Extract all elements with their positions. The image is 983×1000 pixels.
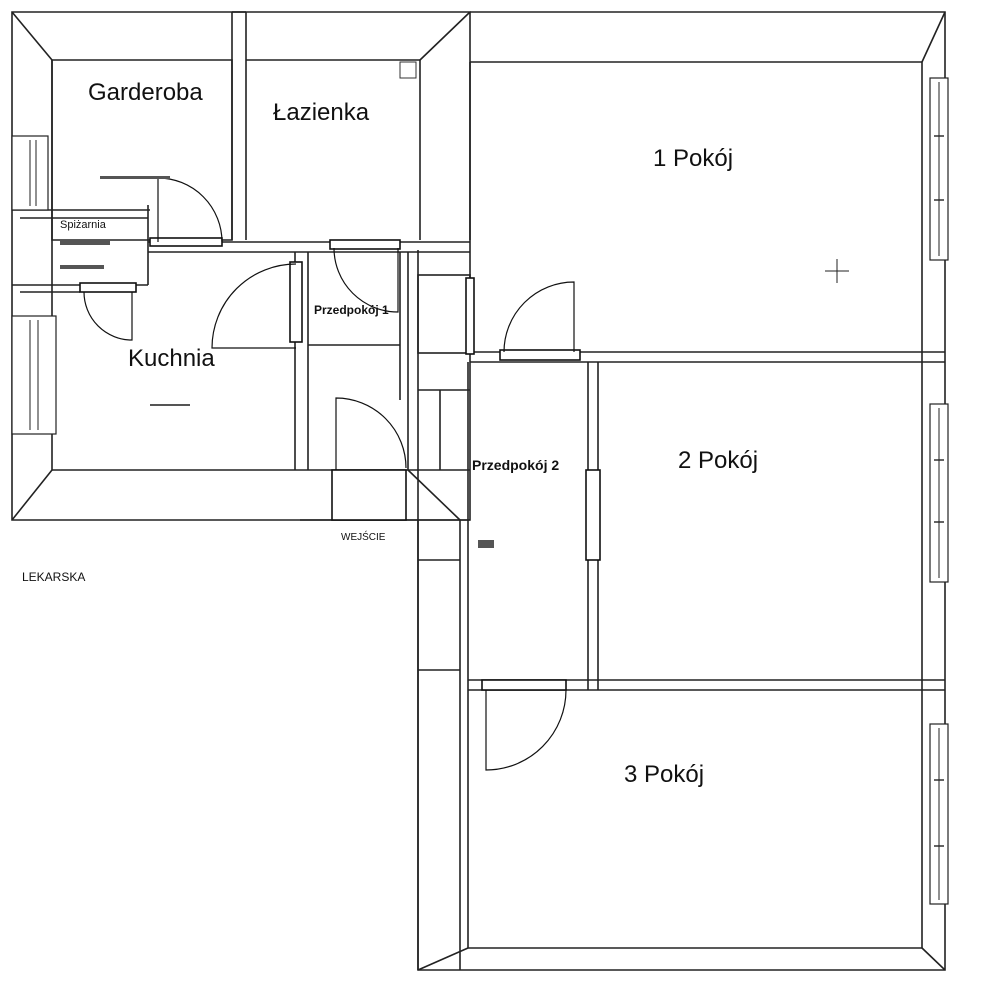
outer-walls xyxy=(11,11,946,971)
street-label: LEKARSKA xyxy=(22,570,85,584)
room-label-przedpokoj-1: Przedpokój 1 xyxy=(314,303,389,317)
room-label-kuchnia: Kuchnia xyxy=(128,345,215,372)
door-frame xyxy=(331,469,407,521)
window xyxy=(929,723,949,905)
window xyxy=(929,77,949,261)
interior-walls xyxy=(12,205,945,691)
room-label-pokoj-3: 3 Pokój xyxy=(624,761,704,788)
door-frame xyxy=(79,282,137,293)
room-label-pokoj-1: 1 Pokój xyxy=(653,145,733,172)
doors xyxy=(79,177,601,771)
door-frame xyxy=(149,237,223,247)
room-label-garderoba: Garderoba xyxy=(88,79,203,106)
entrance-label: WEJŚCIE xyxy=(341,530,386,543)
window xyxy=(11,135,49,211)
door-frame xyxy=(585,469,601,561)
window xyxy=(11,315,57,435)
room-label-pokoj-2: 2 Pokój xyxy=(678,447,758,474)
windows xyxy=(11,77,949,905)
door-frame xyxy=(481,679,567,691)
room-labels: Garderoba Łazienka Spiżarnia Kuchnia Prz… xyxy=(22,79,758,788)
plan-marks xyxy=(60,176,849,548)
door-frame xyxy=(329,239,401,250)
room-label-lazienka: Łazienka xyxy=(273,99,370,126)
door-frame xyxy=(465,277,475,355)
room-label-spizarnia: Spiżarnia xyxy=(60,219,107,231)
door-frame xyxy=(289,261,303,343)
door-frame xyxy=(499,349,581,361)
window xyxy=(929,403,949,583)
room-label-przedpokoj-2: Przedpokój 2 xyxy=(472,457,559,473)
